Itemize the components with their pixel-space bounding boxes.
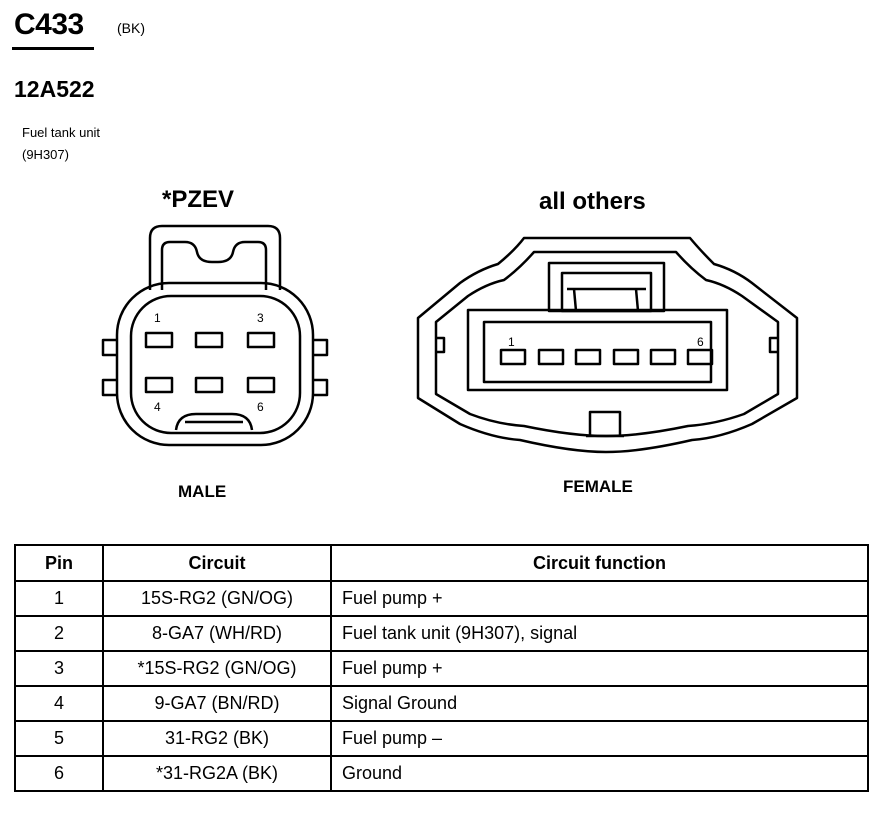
male-pin-slot [194,376,224,394]
female-pin-slot [686,348,714,366]
circuit-cell: 9-GA7 (BN/RD) [102,685,332,722]
male-pin-label-3: 3 [257,311,264,325]
function-cell: Fuel tank unit (9H307), signal [330,615,869,652]
male-pin-slot [246,376,276,394]
female-pin-slot [537,348,565,366]
male-pin-label-4: 4 [154,400,161,414]
table-header-row: Pin Circuit Circuit function [14,544,869,582]
female-pin-slots [499,348,714,366]
component-code: (9H307) [22,147,69,162]
connector-color: (BK) [117,20,145,36]
male-pin-slot [246,331,276,349]
function-cell: Ground [330,755,869,792]
pin-cell: 1 [14,580,104,617]
circuit-cell: 8-GA7 (WH/RD) [102,615,332,652]
male-connector-face [101,224,329,447]
table-row: 5 31-RG2 (BK) Fuel pump – [14,720,869,757]
table-row: 2 8-GA7 (WH/RD) Fuel tank unit (9H307), … [14,615,869,652]
pinout-table: Pin Circuit Circuit function 1 15S-RG2 (… [14,544,869,792]
table-row: 3 *15S-RG2 (GN/OG) Fuel pump + [14,650,869,687]
female-pin-label-1: 1 [508,335,515,349]
pin-cell: 6 [14,755,104,792]
female-pin-slot [612,348,640,366]
male-pin-label-1: 1 [154,311,161,325]
male-pin-label-6: 6 [257,400,264,414]
male-pin-slot [144,376,174,394]
function-cell: Fuel pump – [330,720,869,757]
table-row: 4 9-GA7 (BN/RD) Signal Ground [14,685,869,722]
circuit-cell: *31-RG2A (BK) [102,755,332,792]
header-pin: Pin [14,544,104,582]
function-cell: Fuel pump + [330,650,869,687]
connector-drawings: 1 3 4 6 1 6 [101,224,799,454]
pin-cell: 2 [14,615,104,652]
female-pin-slot [649,348,677,366]
female-pin-label-6: 6 [697,335,704,349]
pin-cell: 4 [14,685,104,722]
header-circuit-function: Circuit function [330,544,869,582]
part-number: 12A522 [14,76,95,102]
male-pin-slot [144,331,174,349]
function-cell: Fuel pump + [330,580,869,617]
female-pin-slot [499,348,527,366]
all-others-heading: all others [539,188,646,215]
table-row: 1 15S-RG2 (GN/OG) Fuel pump + [14,580,869,617]
male-label: MALE [178,482,227,501]
circuit-cell: 31-RG2 (BK) [102,720,332,757]
function-cell: Signal Ground [330,685,869,722]
pzev-heading: *PZEV [162,186,235,213]
circuit-cell: 15S-RG2 (GN/OG) [102,580,332,617]
female-connector-face [416,236,799,454]
circuit-cell: *15S-RG2 (GN/OG) [102,650,332,687]
pin-cell: 3 [14,650,104,687]
male-pin-slot [194,331,224,349]
table-row: 6 *31-RG2A (BK) Ground [14,755,869,792]
female-label: FEMALE [563,477,633,496]
pin-cell: 5 [14,720,104,757]
connector-id: C433 [14,8,84,41]
male-pin-slots [144,331,276,394]
female-pin-slot [574,348,602,366]
header-circuit: Circuit [102,544,332,582]
connector-id-underline [12,47,94,50]
component-name: Fuel tank unit [22,125,101,140]
